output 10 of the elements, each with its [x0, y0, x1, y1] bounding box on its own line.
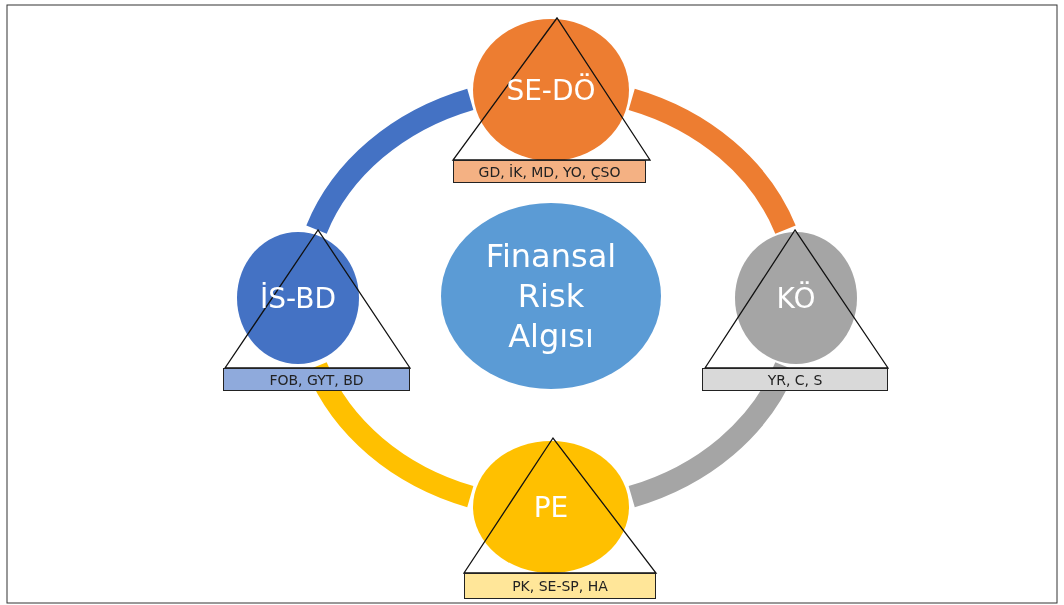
abbreviation-bar: GD, İK, MD, YO, ÇSO	[453, 160, 646, 183]
node-label: Finansal Risk Algısı	[484, 236, 618, 356]
connector-arc	[306, 89, 474, 235]
abbreviation-bar: FOB, GYT, BD	[223, 368, 410, 391]
node-label: PE	[533, 489, 569, 525]
abbreviation-bar: YR, C, S	[702, 368, 888, 391]
node-label: SE-DÖ	[506, 72, 596, 108]
node-label: KÖ	[776, 280, 816, 316]
connector-arc	[628, 89, 796, 235]
abbreviation-bar: PK, SE-SP, HA	[464, 573, 656, 599]
